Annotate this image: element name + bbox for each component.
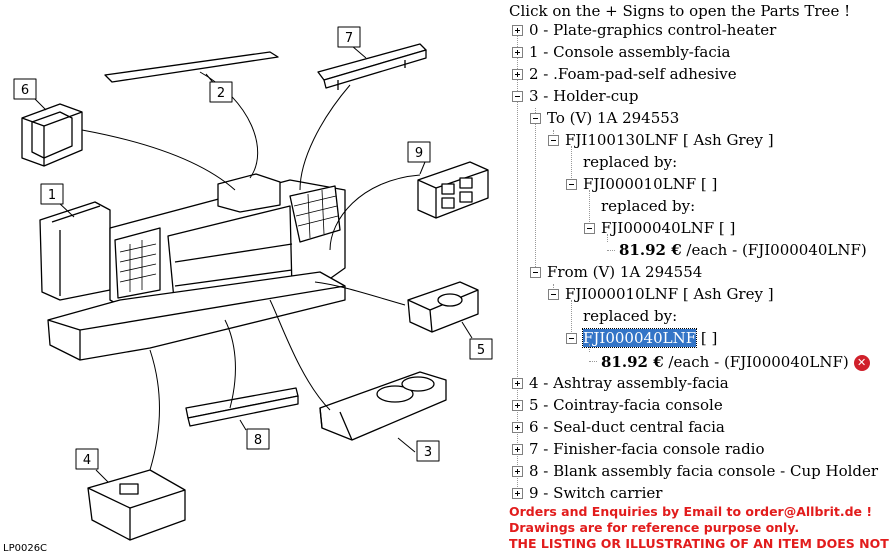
collapse-minus-icon[interactable] (512, 91, 523, 102)
callout-6 (13, 78, 37, 100)
expand-plus-icon[interactable] (512, 488, 523, 499)
part-4-ashtray (87, 469, 186, 541)
callout-number: 1 (48, 188, 56, 203)
expand-plus-icon[interactable] (512, 466, 523, 477)
part-2-foam-pad (104, 51, 279, 83)
expand-plus-icon[interactable] (512, 25, 523, 36)
callout-7 (337, 26, 361, 48)
callout-2 (209, 81, 233, 103)
expand-plus-icon[interactable] (512, 378, 523, 389)
part-3-cup-holder (319, 371, 447, 441)
callout-number: 7 (345, 31, 353, 46)
drawing-code: LP0026C (3, 543, 48, 554)
collapse-minus-icon[interactable] (566, 333, 577, 344)
tree-hint: Click on the + Signs to open the Parts T… (509, 2, 851, 20)
collapse-minus-icon[interactable] (530, 267, 541, 278)
collapse-minus-icon[interactable] (548, 289, 559, 300)
order-notice: Orders and Enquiries by Email to order@A… (509, 504, 873, 519)
collapse-minus-icon[interactable] (566, 179, 577, 190)
callout-number: 3 (424, 445, 432, 460)
part-1-console (39, 173, 346, 361)
selected-part-link[interactable]: FJI000040LNF (581, 328, 698, 348)
parts-diagram: 1 2 3 4 5 6 7 8 9 LP0026C (3, 26, 493, 554)
expand-plus-icon[interactable] (512, 444, 523, 455)
callout-9 (407, 141, 431, 163)
part-6-seal-duct (21, 103, 83, 167)
collapse-minus-icon[interactable] (548, 135, 559, 146)
price: 81.92 € (601, 353, 664, 371)
part-8-blank (185, 387, 299, 427)
part-9-switch-carrier (417, 161, 489, 219)
part-7-finisher (317, 43, 427, 90)
callout-5 (469, 338, 493, 360)
callout-4 (75, 448, 99, 470)
callout-8 (246, 428, 270, 450)
expand-plus-icon[interactable] (512, 69, 523, 80)
expand-plus-icon[interactable] (512, 400, 523, 411)
listing-disclaimer: THE LISTING OR ILLUSTRATING OF AN ITEM D… (509, 536, 889, 551)
collapse-minus-icon[interactable] (584, 223, 595, 234)
drawing-disclaimer: Drawings are for reference purpose only. (509, 520, 800, 535)
callout-number: 2 (217, 86, 225, 101)
remove-icon[interactable]: ✕ (853, 355, 870, 371)
callout-number: 6 (21, 83, 29, 98)
expand-plus-icon[interactable] (512, 422, 523, 433)
callout-number: 9 (415, 146, 423, 161)
callout-number: 5 (477, 343, 485, 358)
expand-plus-icon[interactable] (512, 47, 523, 58)
callout-number: 4 (83, 453, 91, 468)
collapse-minus-icon[interactable] (530, 113, 541, 124)
callout-number: 8 (254, 433, 262, 448)
callout-1 (40, 183, 64, 205)
callout-3 (416, 440, 440, 462)
price: 81.92 € (619, 241, 682, 259)
part-5-coin-tray (407, 281, 479, 333)
parts-tree: Click on the + Signs to open the Parts T… (509, 2, 889, 551)
